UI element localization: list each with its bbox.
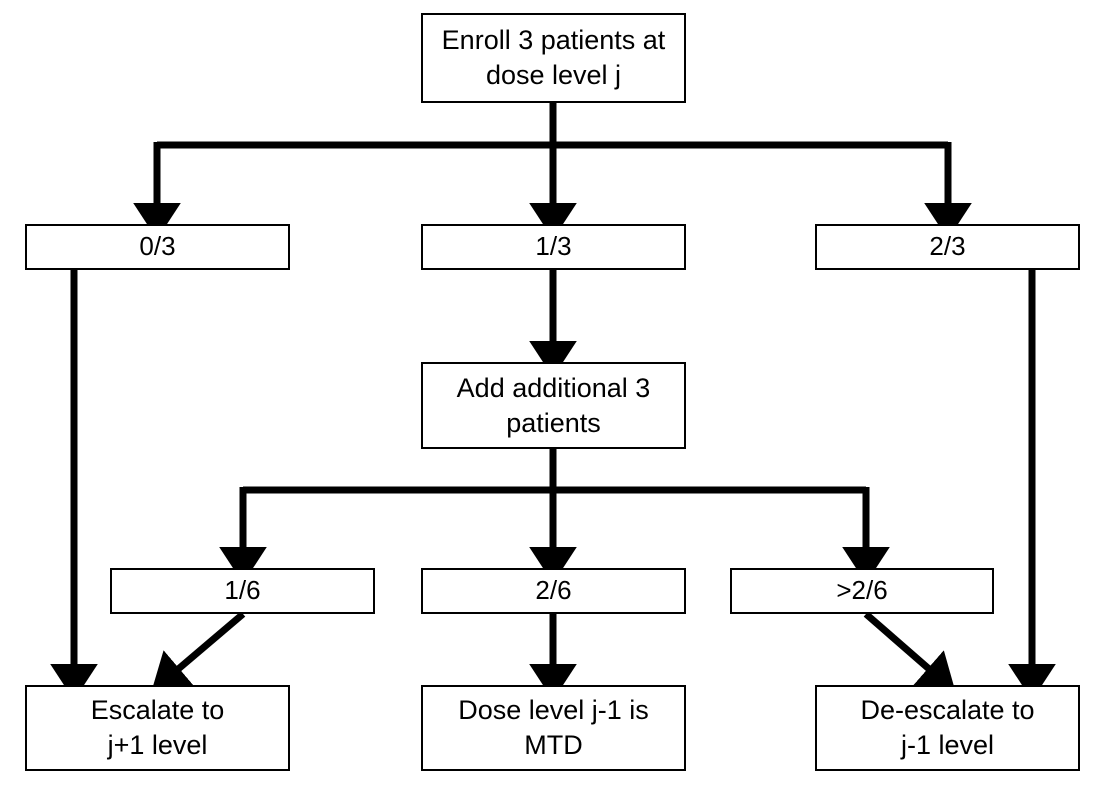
node-enroll: Enroll 3 patients at dose level j [421, 13, 686, 103]
node-dlt-gt-2-6: >2/6 [730, 568, 994, 614]
node-dlt-1-6: 1/6 [110, 568, 375, 614]
edge-gt-2-6-to-deescalate [863, 611, 956, 693]
node-mtd: Dose level j-1 is MTD [421, 685, 686, 771]
node-dlt-1-3: 1/3 [421, 224, 686, 270]
node-add-patients: Add additional 3 patients [421, 362, 686, 449]
node-dlt-0-3: 0/3 [25, 224, 290, 270]
node-deescalate: De-escalate to j-1 level [815, 685, 1080, 771]
edge-1-6-to-escalate [151, 611, 246, 692]
node-escalate: Escalate to j+1 level [25, 685, 290, 771]
node-dlt-2-3: 2/3 [815, 224, 1080, 270]
node-dlt-2-6: 2/6 [421, 568, 686, 614]
